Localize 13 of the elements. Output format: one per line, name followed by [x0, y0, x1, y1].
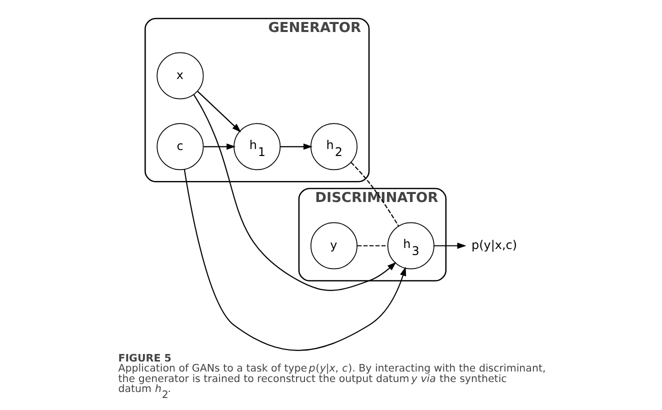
diagram-title: FIGURE 5	[118, 352, 172, 364]
arrow	[280, 143, 313, 150]
node-text: p(y|x,c)	[472, 238, 518, 252]
connector	[350, 162, 400, 226]
arrow	[184, 169, 406, 351]
node-circle: c	[156, 123, 204, 170]
arrow	[204, 143, 236, 150]
connector	[357, 245, 388, 246]
node-circle: x	[156, 52, 204, 100]
arrow	[197, 91, 242, 132]
arrow	[193, 94, 396, 291]
arrow	[434, 242, 466, 249]
node-circle: y	[310, 222, 358, 270]
